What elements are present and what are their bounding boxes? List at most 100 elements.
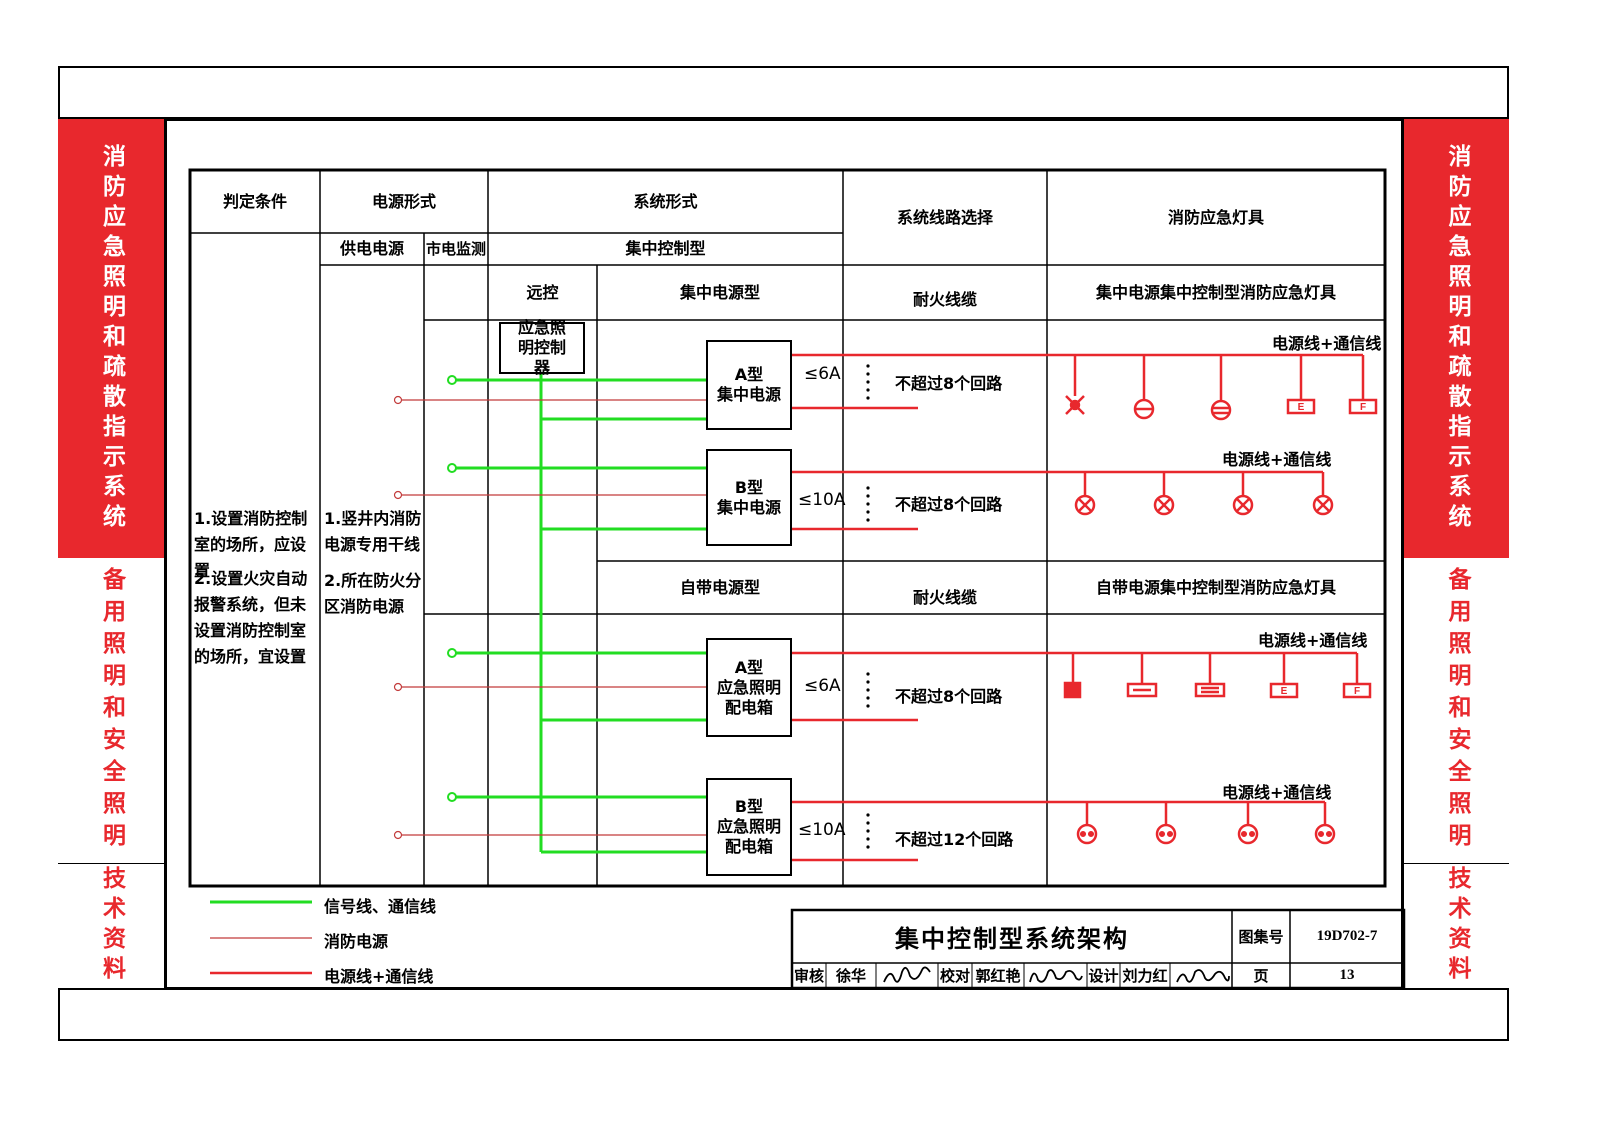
lamp-twin-head-icon	[1155, 823, 1177, 845]
power-comm-line-label: 电源线+通信线	[1258, 631, 1368, 650]
frame-rule-bottom	[58, 988, 1509, 990]
exit-sign-icon	[1286, 398, 1316, 415]
page-label: 页	[1253, 967, 1269, 985]
power-box-type: A型	[734, 365, 764, 384]
lamp-symbols-row-4	[1076, 823, 1336, 845]
header-judge: 判定条件	[222, 191, 287, 211]
power-box-name: 集中电源	[716, 497, 781, 517]
sign-letters-row-3: E F	[1281, 686, 1360, 697]
lamp-arrow-icon	[1133, 398, 1155, 420]
header-lamp-type-2: 自带电源集中控制型消防应急灯具	[1095, 577, 1336, 597]
lamp-arrow-sign-icon	[1126, 682, 1158, 698]
power-box-name: 应急照明配电箱	[716, 817, 781, 856]
power-box-type: A型	[734, 657, 764, 677]
drawing-title: 集中控制型系统架构	[895, 925, 1129, 953]
ellipsis-dots	[866, 364, 870, 849]
design-label: 设计	[1088, 967, 1119, 985]
lamp-twin-head-icon	[1237, 823, 1259, 845]
supply-note-2: 2.所在防火分区消防电源	[324, 571, 422, 616]
page-number: 13	[1339, 967, 1355, 983]
atlas-label: 图集号	[1238, 928, 1284, 946]
power-comm-line-label: 电源线+通信线	[1222, 450, 1332, 469]
header-lamp-type-1: 集中电源集中控制型消防应急灯具	[1095, 282, 1336, 302]
lamp-symbols-row-3	[1063, 681, 1372, 699]
reviewer-name: 徐华	[835, 967, 866, 985]
lamp-filled-square-icon	[1063, 681, 1082, 699]
power-comm-line-label: 电源线+通信线	[1222, 783, 1332, 802]
header-central-power: 集中电源型	[679, 282, 760, 302]
current-label: ≤6A	[804, 676, 841, 696]
lamp-cross-icon	[1065, 395, 1085, 415]
header-power-form: 电源形式	[371, 191, 436, 211]
power-box-b-central: B型 集中电源	[706, 449, 792, 546]
sidebar-middle-text: 备用照明和安全照明	[98, 566, 125, 855]
sign-letter-e: E	[1281, 686, 1288, 697]
supply-note-1: 1.竖井内消防电源专用干线	[324, 509, 422, 554]
sign-letter-f: F	[1354, 686, 1360, 697]
header-remote: 远控	[526, 282, 559, 302]
power-comm-lines	[792, 353, 1365, 862]
legend-power-comm-label: 电源线+通信线	[324, 967, 434, 986]
signature-marks	[883, 966, 1230, 983]
review-label: 审核	[793, 967, 824, 985]
lamp-symbols-row-2	[1074, 494, 1334, 516]
signature-reviewer	[883, 966, 931, 983]
table-border	[188, 168, 1387, 888]
lamp-x-circle-icon	[1153, 494, 1175, 516]
signal-lines	[452, 373, 706, 854]
power-box-a-distribution: A型 应急照明配电箱	[706, 638, 792, 737]
designer-name: 刘力红	[1122, 967, 1168, 985]
fire-power-terminals	[393, 395, 403, 840]
right-sidebar-middle: 备用照明和安全照明	[1404, 558, 1509, 864]
header-lamps: 消防应急灯具	[1167, 207, 1264, 227]
power-box-name: 应急照明配电箱	[716, 677, 781, 717]
power-comm-line-label: 电源线+通信线	[1272, 334, 1382, 353]
power-box-type: B型	[734, 797, 764, 816]
current-label: ≤10A	[798, 490, 846, 510]
check-label: 校对	[939, 967, 970, 985]
signature-designer	[1176, 969, 1230, 983]
lamp-x-circle-icon	[1074, 494, 1096, 516]
left-sidebar-middle: 备用照明和安全照明	[58, 558, 164, 864]
checker-name: 郭红艳	[975, 967, 1021, 985]
header-self-power: 自带电源型	[679, 577, 760, 597]
lamp-arrow-double-icon	[1210, 399, 1232, 421]
lamp-double-arrow-sign-icon	[1194, 682, 1226, 698]
lamp-twin-head-icon	[1076, 823, 1098, 845]
lamp-x-circle-icon	[1232, 494, 1254, 516]
right-sidebar-bottom: 技术资料	[1404, 864, 1509, 988]
current-label: ≤6A	[804, 364, 841, 384]
frame-rule-top	[58, 117, 1509, 119]
sidebar-top-text-right: 消防应急照明和疏散指示系统	[1444, 143, 1470, 534]
circuit-limit-label: 不超过12个回路	[895, 830, 1014, 849]
floor-sign-icon	[1342, 682, 1372, 699]
header-fire-cable-1: 耐火线缆	[912, 289, 977, 309]
circuit-limit-label: 不超过8个回路	[895, 374, 1003, 393]
power-box-name: 集中电源	[716, 385, 781, 404]
power-box-type: B型	[734, 477, 764, 497]
power-box-b-distribution: B型 应急照明配电箱	[706, 778, 792, 876]
sidebar-top-text: 消防应急照明和疏散指示系统	[98, 143, 125, 534]
sidebar-bottom-text-right: 技术资料	[1444, 866, 1470, 986]
header-line-select: 系统线路选择	[896, 207, 993, 227]
header-system-form: 系统形式	[633, 191, 698, 211]
legend-fire-power-label: 消防电源	[324, 932, 389, 951]
floor-sign-icon	[1348, 398, 1378, 415]
atlas-number: 19D702-7	[1316, 928, 1378, 944]
left-sidebar-bottom: 技术资料	[58, 864, 164, 988]
exit-sign-icon	[1269, 682, 1299, 699]
circuit-limit-label: 不超过8个回路	[895, 495, 1003, 514]
sidebar-middle-text-right: 备用照明和安全照明	[1444, 566, 1470, 855]
sidebar-bottom-text: 技术资料	[98, 866, 125, 986]
header-supply: 供电电源	[339, 239, 404, 258]
header-mains-monitor: 市电监测	[425, 239, 486, 258]
fire-power-lines	[402, 399, 706, 836]
lamp-twin-head-icon	[1314, 823, 1336, 845]
lamp-symbols-row-1	[1065, 395, 1378, 421]
signature-checker	[1029, 969, 1083, 983]
judge-note-1: 1.设置消防控制室的场所，应设置	[194, 509, 308, 580]
power-box-a-central: A型 集中电源	[706, 340, 792, 430]
left-sidebar-top: 消防应急照明和疏散指示系统	[58, 119, 164, 558]
circuit-limit-label: 不超过8个回路	[895, 687, 1003, 706]
